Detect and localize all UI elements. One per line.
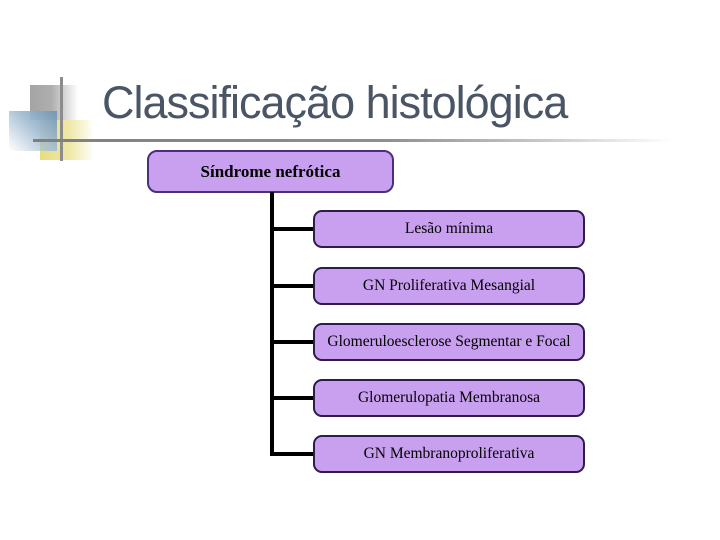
title-underline-rule [33,139,673,142]
org-child-node: GN Membranoproliferativa [313,435,585,473]
connector-trunk-line [270,192,274,456]
slide-title: Classificação histológica [102,77,568,128]
org-child-node: Lesão mínima [313,210,585,248]
org-child-label: GN Membranoproliferativa [363,445,535,462]
org-child-label: Glomeruloesclerose Segmentar e Focal [327,333,571,350]
connector-branch-line [270,396,313,400]
org-root-label: Síndrome nefrótica [200,161,341,181]
connector-branch-line [270,284,313,288]
decoration-vertical-line [60,77,63,161]
connector-branch-line [270,340,313,344]
org-child-label: GN Proliferativa Mesangial [362,277,536,294]
org-child-node: Glomeruloesclerose Segmentar e Focal [313,323,585,361]
decoration-blue-square [9,111,57,151]
org-child-node: GN Proliferativa Mesangial [313,267,585,305]
org-child-label: Lesão mínima [404,220,494,237]
org-root-node: Síndrome nefrótica [147,150,394,193]
connector-branch-line [270,227,313,231]
connector-branch-line [270,452,313,456]
org-child-label: Glomerulopatia Membranosa [357,389,541,406]
org-child-node: Glomerulopatia Membranosa [313,379,585,417]
